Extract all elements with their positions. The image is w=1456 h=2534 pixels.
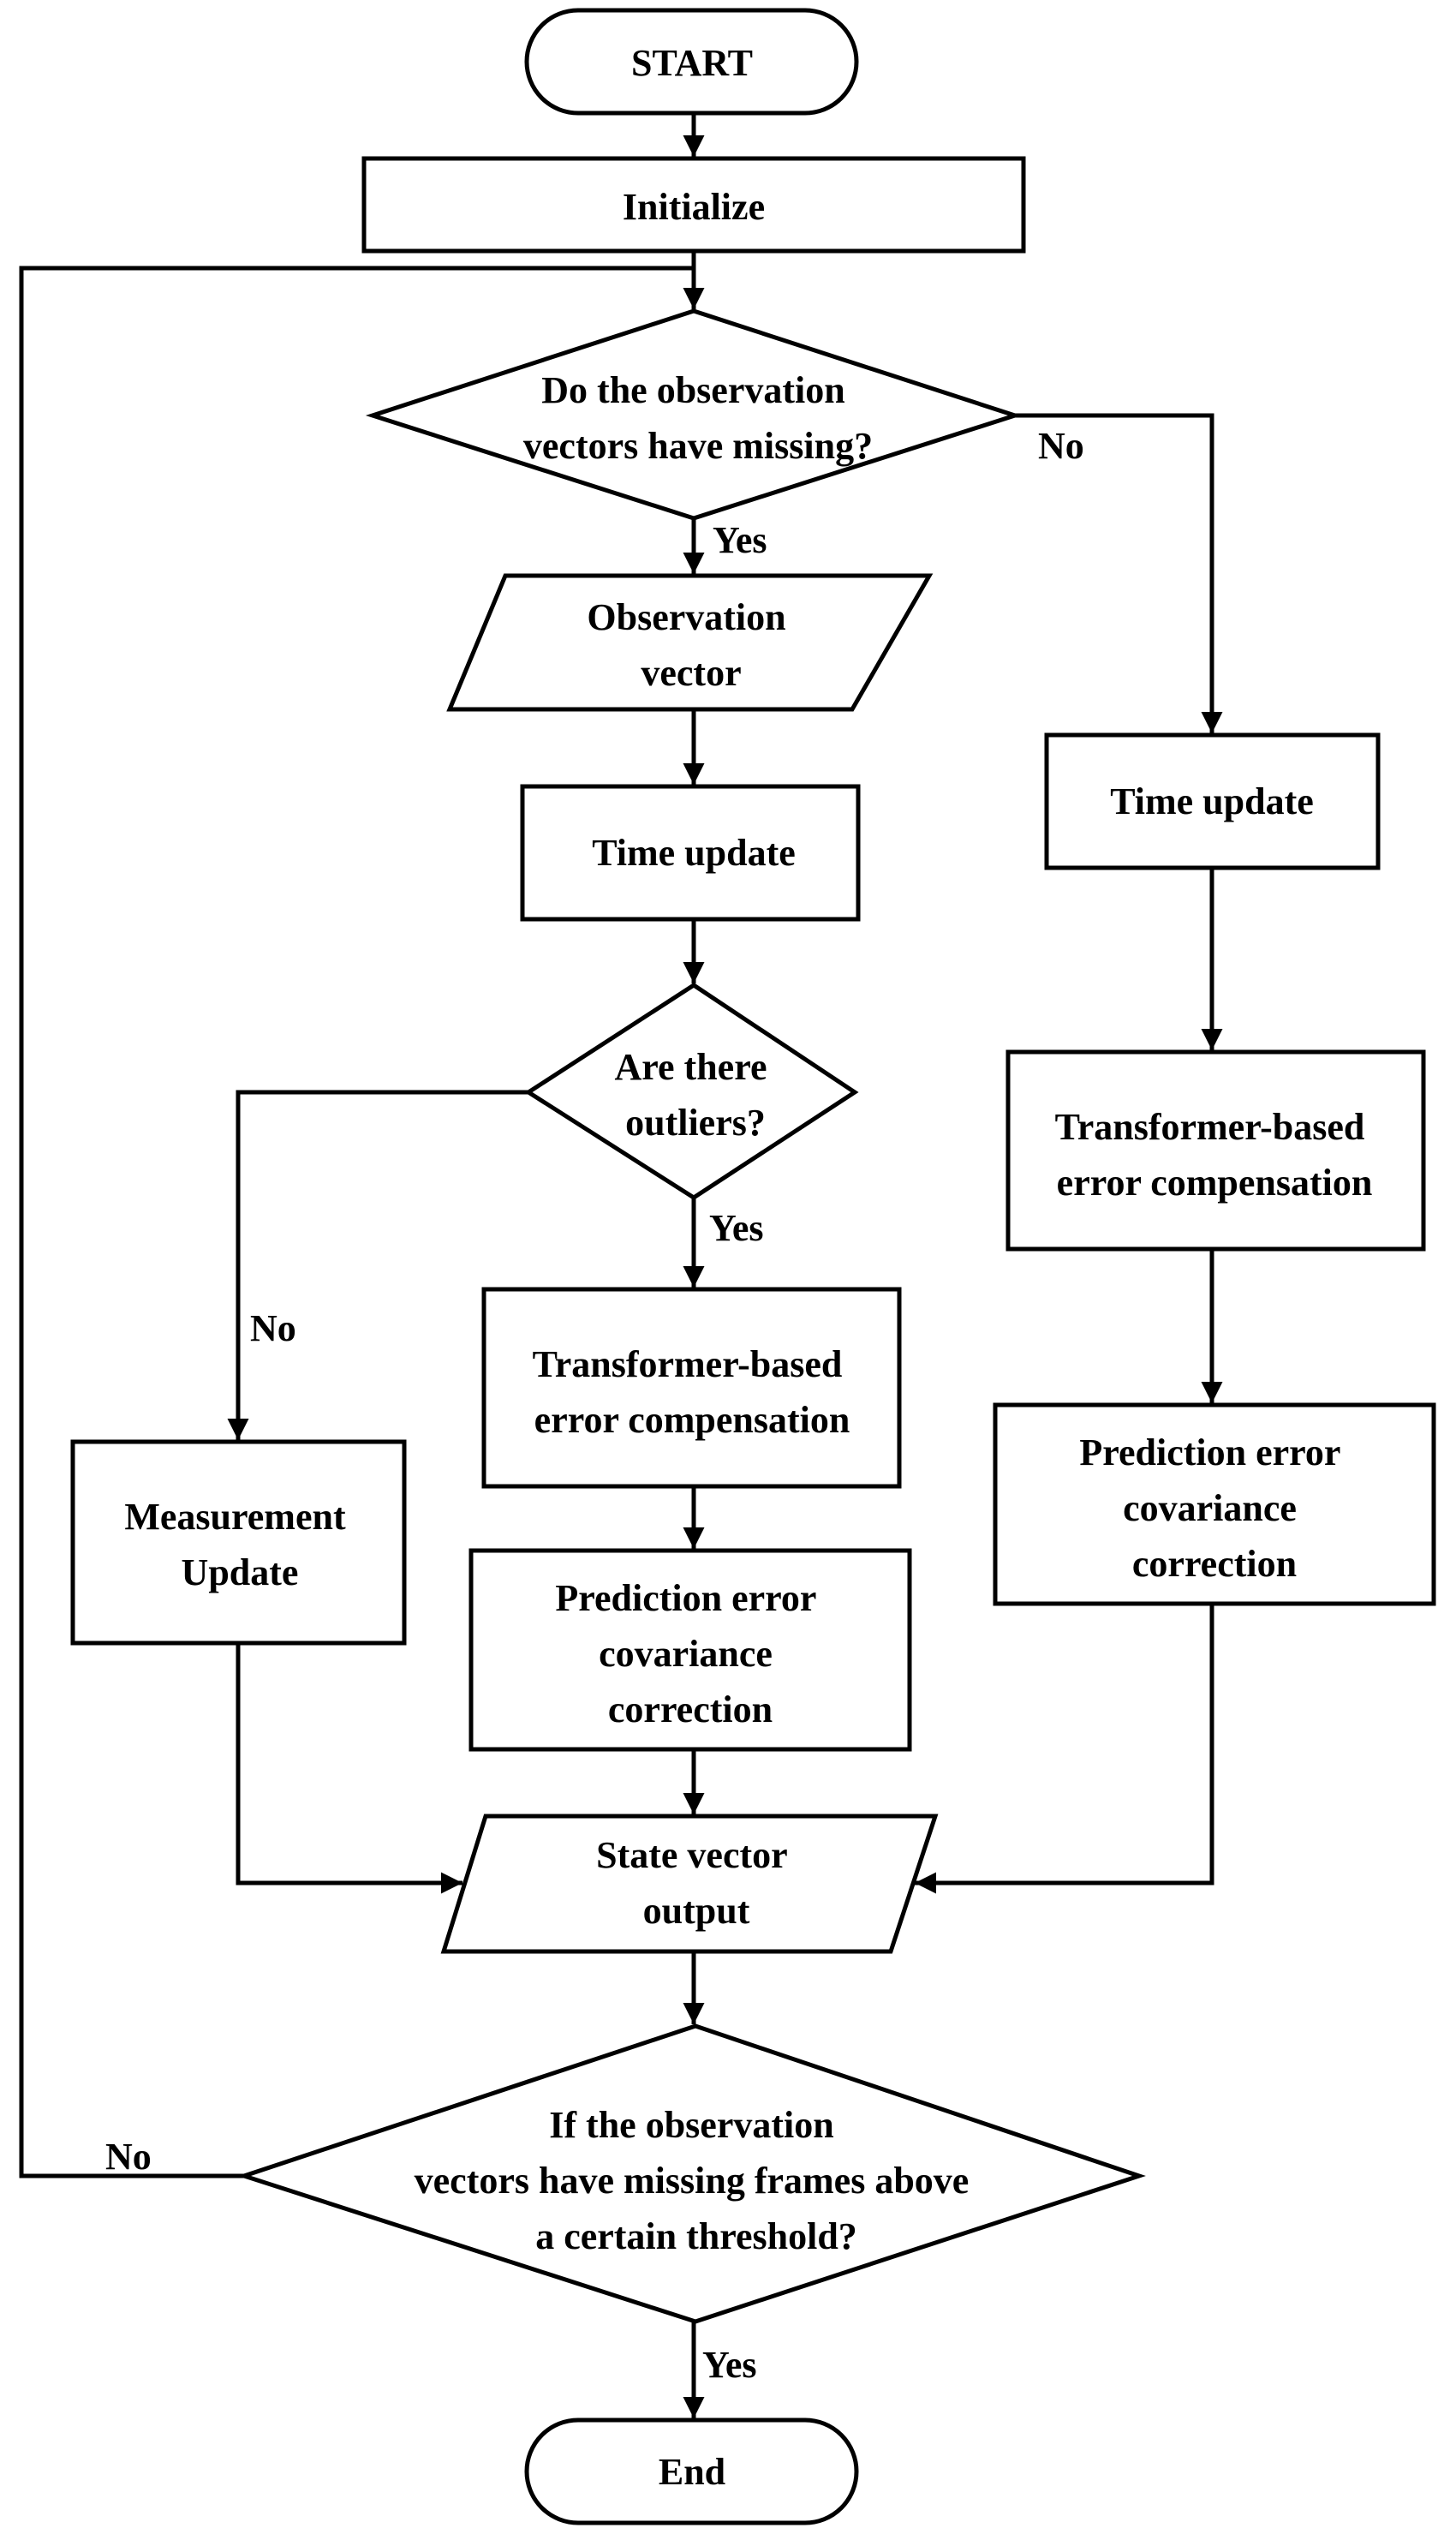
arrow-outlier-no (227, 1090, 528, 1440)
arrow-missing-no (1015, 413, 1223, 733)
missing-no-label: No (1038, 425, 1084, 467)
prediction-cov-mid-box (468, 1548, 912, 1752)
threshold-yes-label: Yes (702, 2344, 757, 2386)
arrow-threshold-no-loop (19, 266, 694, 2178)
end-terminal (524, 2417, 859, 2525)
outlier-yes-label: Yes (709, 1207, 764, 1249)
observation-vector-label: Observation vector (587, 596, 795, 694)
start-label: START (631, 42, 753, 84)
transformer-comp-right-box (1005, 1049, 1426, 1252)
transformer-comp-mid-label: Transformer-based error compensation (533, 1343, 852, 1441)
end-label: End (659, 2451, 725, 2493)
initialize-box (361, 156, 1026, 254)
arrow-measurement-to-output (236, 1643, 462, 1894)
initialize-label: Initialize (623, 186, 765, 228)
prediction-cov-right-box (993, 1402, 1436, 1606)
state-output-io (440, 1814, 939, 1954)
outlier-check-label: Are there outliers? (615, 1046, 777, 1144)
transformer-comp-mid-box (481, 1287, 902, 1489)
state-output-label: State vector output (596, 1834, 797, 1932)
missing-check-decision (365, 308, 1023, 521)
threshold-check-label: If the observation vectors have missing … (415, 2104, 979, 2257)
missing-check-label: Do the observation vectors have missing? (523, 369, 873, 467)
prediction-cov-right-label: Prediction error covariance correction (1079, 1431, 1349, 1585)
time-update-right-label: Time update (1110, 780, 1314, 822)
time-update-left-box (520, 784, 861, 922)
outlier-check-decision (524, 983, 859, 1200)
missing-yes-label: Yes (713, 519, 767, 561)
measurement-update-label: Measurement Update (124, 1496, 355, 1593)
prediction-cov-mid-label: Prediction error covariance correction (555, 1577, 825, 1730)
measurement-update-box (70, 1439, 407, 1646)
observation-vector-io (446, 573, 934, 712)
arrow-prediction-right-to-output (915, 1604, 1214, 1894)
time-update-left-label: Time update (592, 832, 796, 874)
transformer-comp-right-label: Transformer-based error compensation (1055, 1106, 1375, 1204)
threshold-no-label: No (105, 2136, 152, 2178)
outlier-no-label: No (250, 1307, 296, 1349)
